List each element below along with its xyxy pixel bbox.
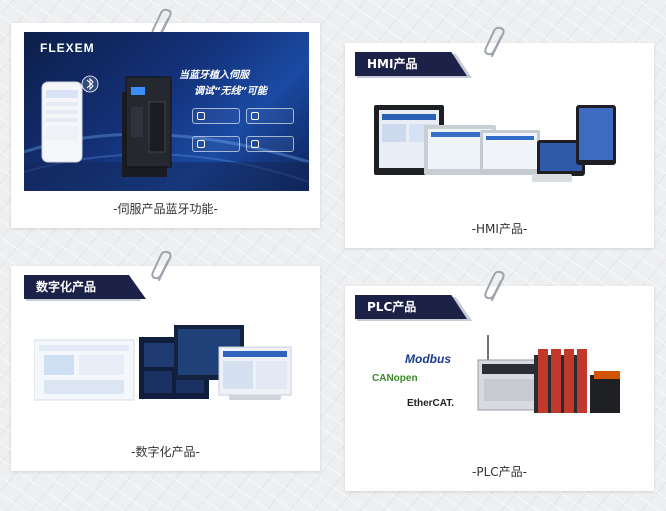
servo-caption: -伺服产品蓝牙功能- xyxy=(113,202,218,216)
paperclip-icon xyxy=(151,250,172,281)
banner-headline-2: 调试“无线”可能 xyxy=(194,86,267,97)
plc-tag: PLC产品 xyxy=(355,295,467,319)
paperclip-icon xyxy=(484,26,505,57)
eye-icon xyxy=(251,112,259,120)
canopen-logo: CANopen xyxy=(372,373,418,384)
hmi-products-image xyxy=(374,105,616,182)
banner-feature-1 xyxy=(192,108,240,124)
banner-headline-1: 当蓝牙植入伺服 xyxy=(179,70,249,81)
sync-icon xyxy=(251,140,259,148)
digital-tag: 数字化产品 xyxy=(24,275,146,299)
digital-caption: -数字化产品- xyxy=(131,445,200,459)
plc-caption: -PLC产品- xyxy=(472,465,527,479)
edit-icon xyxy=(197,140,205,148)
modbus-logo: Modbus xyxy=(405,352,451,366)
hmi-tag: HMI产品 xyxy=(355,52,467,76)
banner-background-art xyxy=(24,75,309,191)
document-icon xyxy=(197,112,205,120)
digital-products-image xyxy=(34,325,292,401)
paperclip-icon xyxy=(484,270,505,301)
banner-feature-4 xyxy=(246,136,294,152)
ethercat-logo: EtherCAT. xyxy=(407,398,455,409)
hmi-caption: -HMI产品- xyxy=(471,222,528,236)
flexem-logo: FLEXEM xyxy=(40,41,95,55)
plc-products-image xyxy=(477,335,620,413)
banner-feature-2 xyxy=(246,108,294,124)
servo-banner-image: FLEXEM 当蓝牙植入伺服 调试“无线”可能 xyxy=(24,32,309,191)
banner-feature-3 xyxy=(192,136,240,152)
